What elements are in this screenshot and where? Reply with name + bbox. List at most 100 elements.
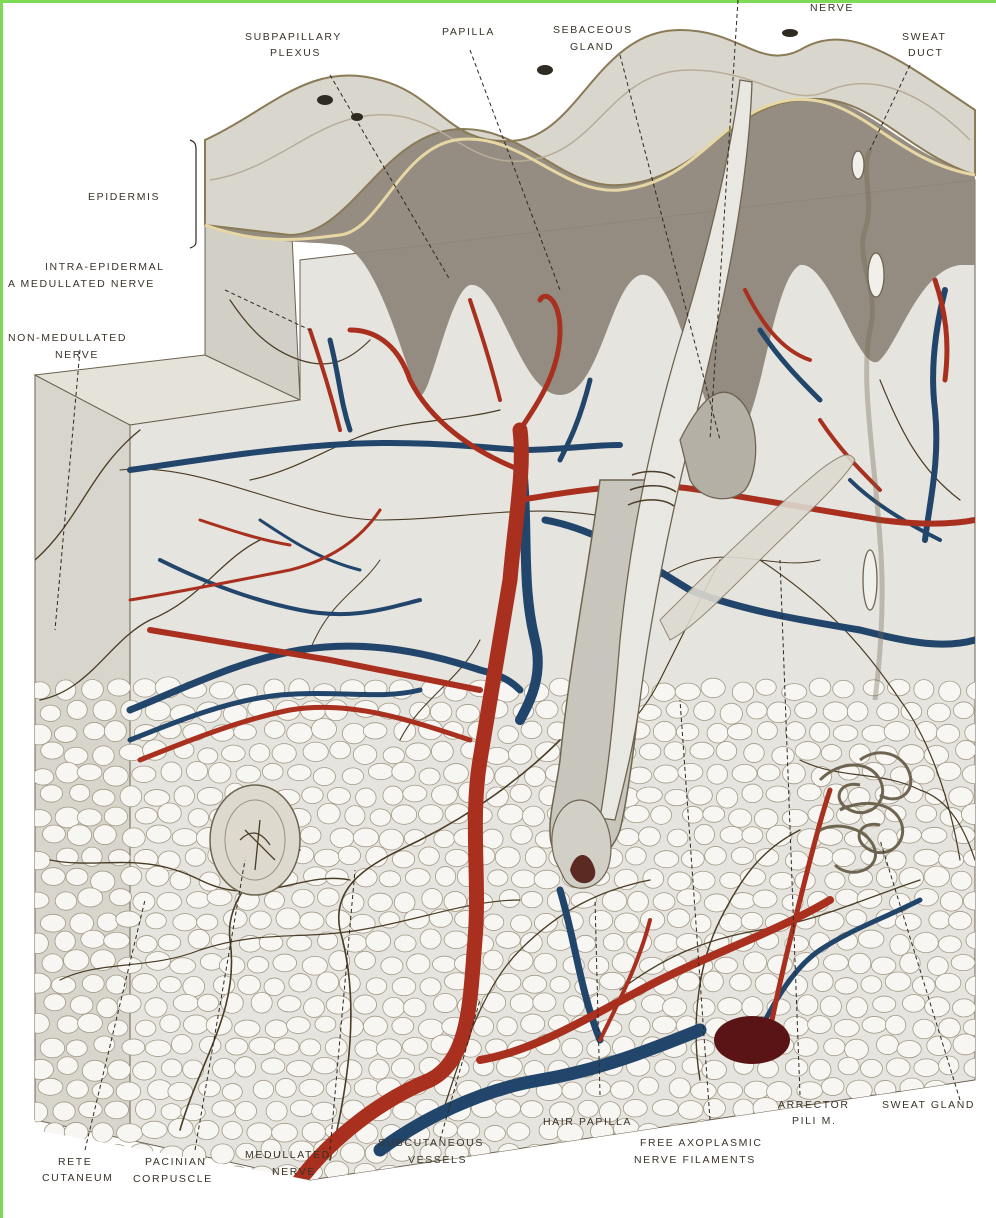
fat-cell — [783, 763, 806, 784]
fat-cell — [134, 849, 158, 868]
fat-cell — [662, 998, 686, 1017]
label-arrector-2: PILI M. — [792, 1115, 836, 1127]
fat-cell — [292, 889, 314, 907]
fat-cell — [950, 1083, 971, 1099]
fat-cell — [109, 889, 131, 906]
fat-cell — [809, 678, 831, 696]
fat-cell — [525, 1144, 546, 1161]
fat-cell — [525, 847, 546, 868]
fat-cell — [651, 806, 672, 825]
fat-cell — [766, 1164, 792, 1182]
fat-cell — [264, 891, 284, 909]
fat-cell — [665, 789, 689, 805]
fat-cell — [927, 703, 950, 722]
fat-cell — [886, 1058, 910, 1076]
fat-cell — [53, 1102, 75, 1121]
fat-cell — [116, 911, 141, 927]
fat-cell — [719, 913, 742, 931]
fat-cell — [341, 1143, 365, 1164]
fat-cell — [654, 765, 679, 783]
fat-cell — [929, 911, 951, 929]
label-free-axoplasmic-2: NERVE FILAMENTS — [634, 1154, 756, 1166]
fat-cell — [742, 784, 763, 803]
fat-cell — [732, 764, 757, 782]
fat-cell — [211, 1144, 234, 1164]
fat-cell — [820, 996, 841, 1016]
fat-cell — [355, 951, 376, 969]
fat-cell — [823, 702, 848, 722]
fat-cell — [755, 849, 778, 867]
fat-cell — [550, 977, 570, 994]
fat-cell — [104, 721, 126, 742]
label-hair-papilla: HAIR PAPILLA — [543, 1116, 632, 1128]
fat-cell — [628, 891, 649, 912]
fat-cell — [936, 762, 961, 780]
fat-cell — [597, 1144, 622, 1160]
fat-cell — [533, 993, 556, 1012]
fat-cell — [120, 786, 142, 807]
fat-cell — [578, 1100, 599, 1117]
fat-cell — [652, 683, 676, 701]
fat-cell — [249, 1166, 274, 1185]
fat-cell — [363, 723, 387, 739]
label-intra-epidermal-2: A MEDULLATED NERVE — [8, 278, 155, 290]
fat-cell — [521, 721, 542, 739]
fat-cell — [610, 1081, 633, 1099]
fat-cell — [653, 893, 675, 911]
fat-cell — [141, 1121, 167, 1138]
fat-cell — [431, 741, 453, 762]
fat-cell — [370, 809, 391, 826]
fat-cell — [208, 763, 231, 784]
fat-cell — [482, 993, 506, 1013]
fat-cell — [729, 809, 752, 828]
fat-cell — [26, 1140, 49, 1161]
fat-cell — [122, 1039, 145, 1055]
fat-cell — [534, 870, 560, 889]
fat-cell — [40, 705, 60, 721]
fat-cell — [186, 892, 210, 908]
fat-cell — [667, 1165, 692, 1181]
fat-cell — [299, 1079, 324, 1096]
fat-cell — [235, 1101, 256, 1120]
fat-cell — [354, 1163, 376, 1179]
fat-cell — [264, 721, 285, 739]
fat-cell — [157, 892, 182, 910]
fat-cell — [795, 742, 820, 761]
fat-cell — [716, 741, 737, 760]
fat-cell — [116, 1082, 141, 1101]
label-rete-1: RETE — [58, 1156, 92, 1168]
fat-cell — [534, 913, 557, 932]
fat-cell — [311, 719, 336, 740]
fat-cell — [28, 1059, 53, 1079]
fat-cell — [694, 701, 715, 720]
fat-cell — [234, 1020, 260, 1037]
fat-cell — [41, 868, 65, 886]
fat-cell — [873, 996, 896, 1012]
fat-cell — [312, 1102, 337, 1120]
fat-cell — [183, 1015, 208, 1034]
fat-cell — [641, 910, 665, 930]
fat-cell — [300, 912, 324, 930]
fat-cell — [677, 889, 701, 906]
fat-cell — [794, 1038, 818, 1057]
fat-cell — [681, 850, 704, 868]
fat-cell — [629, 1016, 650, 1036]
label-papilla: PAPILLA — [442, 26, 495, 38]
fat-cell — [222, 1121, 242, 1139]
fat-cell — [511, 915, 532, 932]
fat-cell — [404, 909, 429, 929]
fat-cell — [747, 702, 768, 719]
fat-cell — [562, 1082, 582, 1099]
fat-cell — [900, 953, 920, 974]
fat-cell — [40, 914, 65, 932]
fat-cell — [900, 1078, 924, 1097]
fat-cell — [858, 930, 884, 948]
fat-cell — [93, 746, 114, 766]
fat-cell — [207, 889, 232, 905]
fat-cell — [521, 891, 542, 907]
fat-cell — [486, 1161, 510, 1180]
fat-cell — [161, 1104, 181, 1120]
fat-cell — [956, 740, 977, 759]
fat-cell — [274, 1038, 299, 1055]
fat-cell — [300, 827, 321, 844]
